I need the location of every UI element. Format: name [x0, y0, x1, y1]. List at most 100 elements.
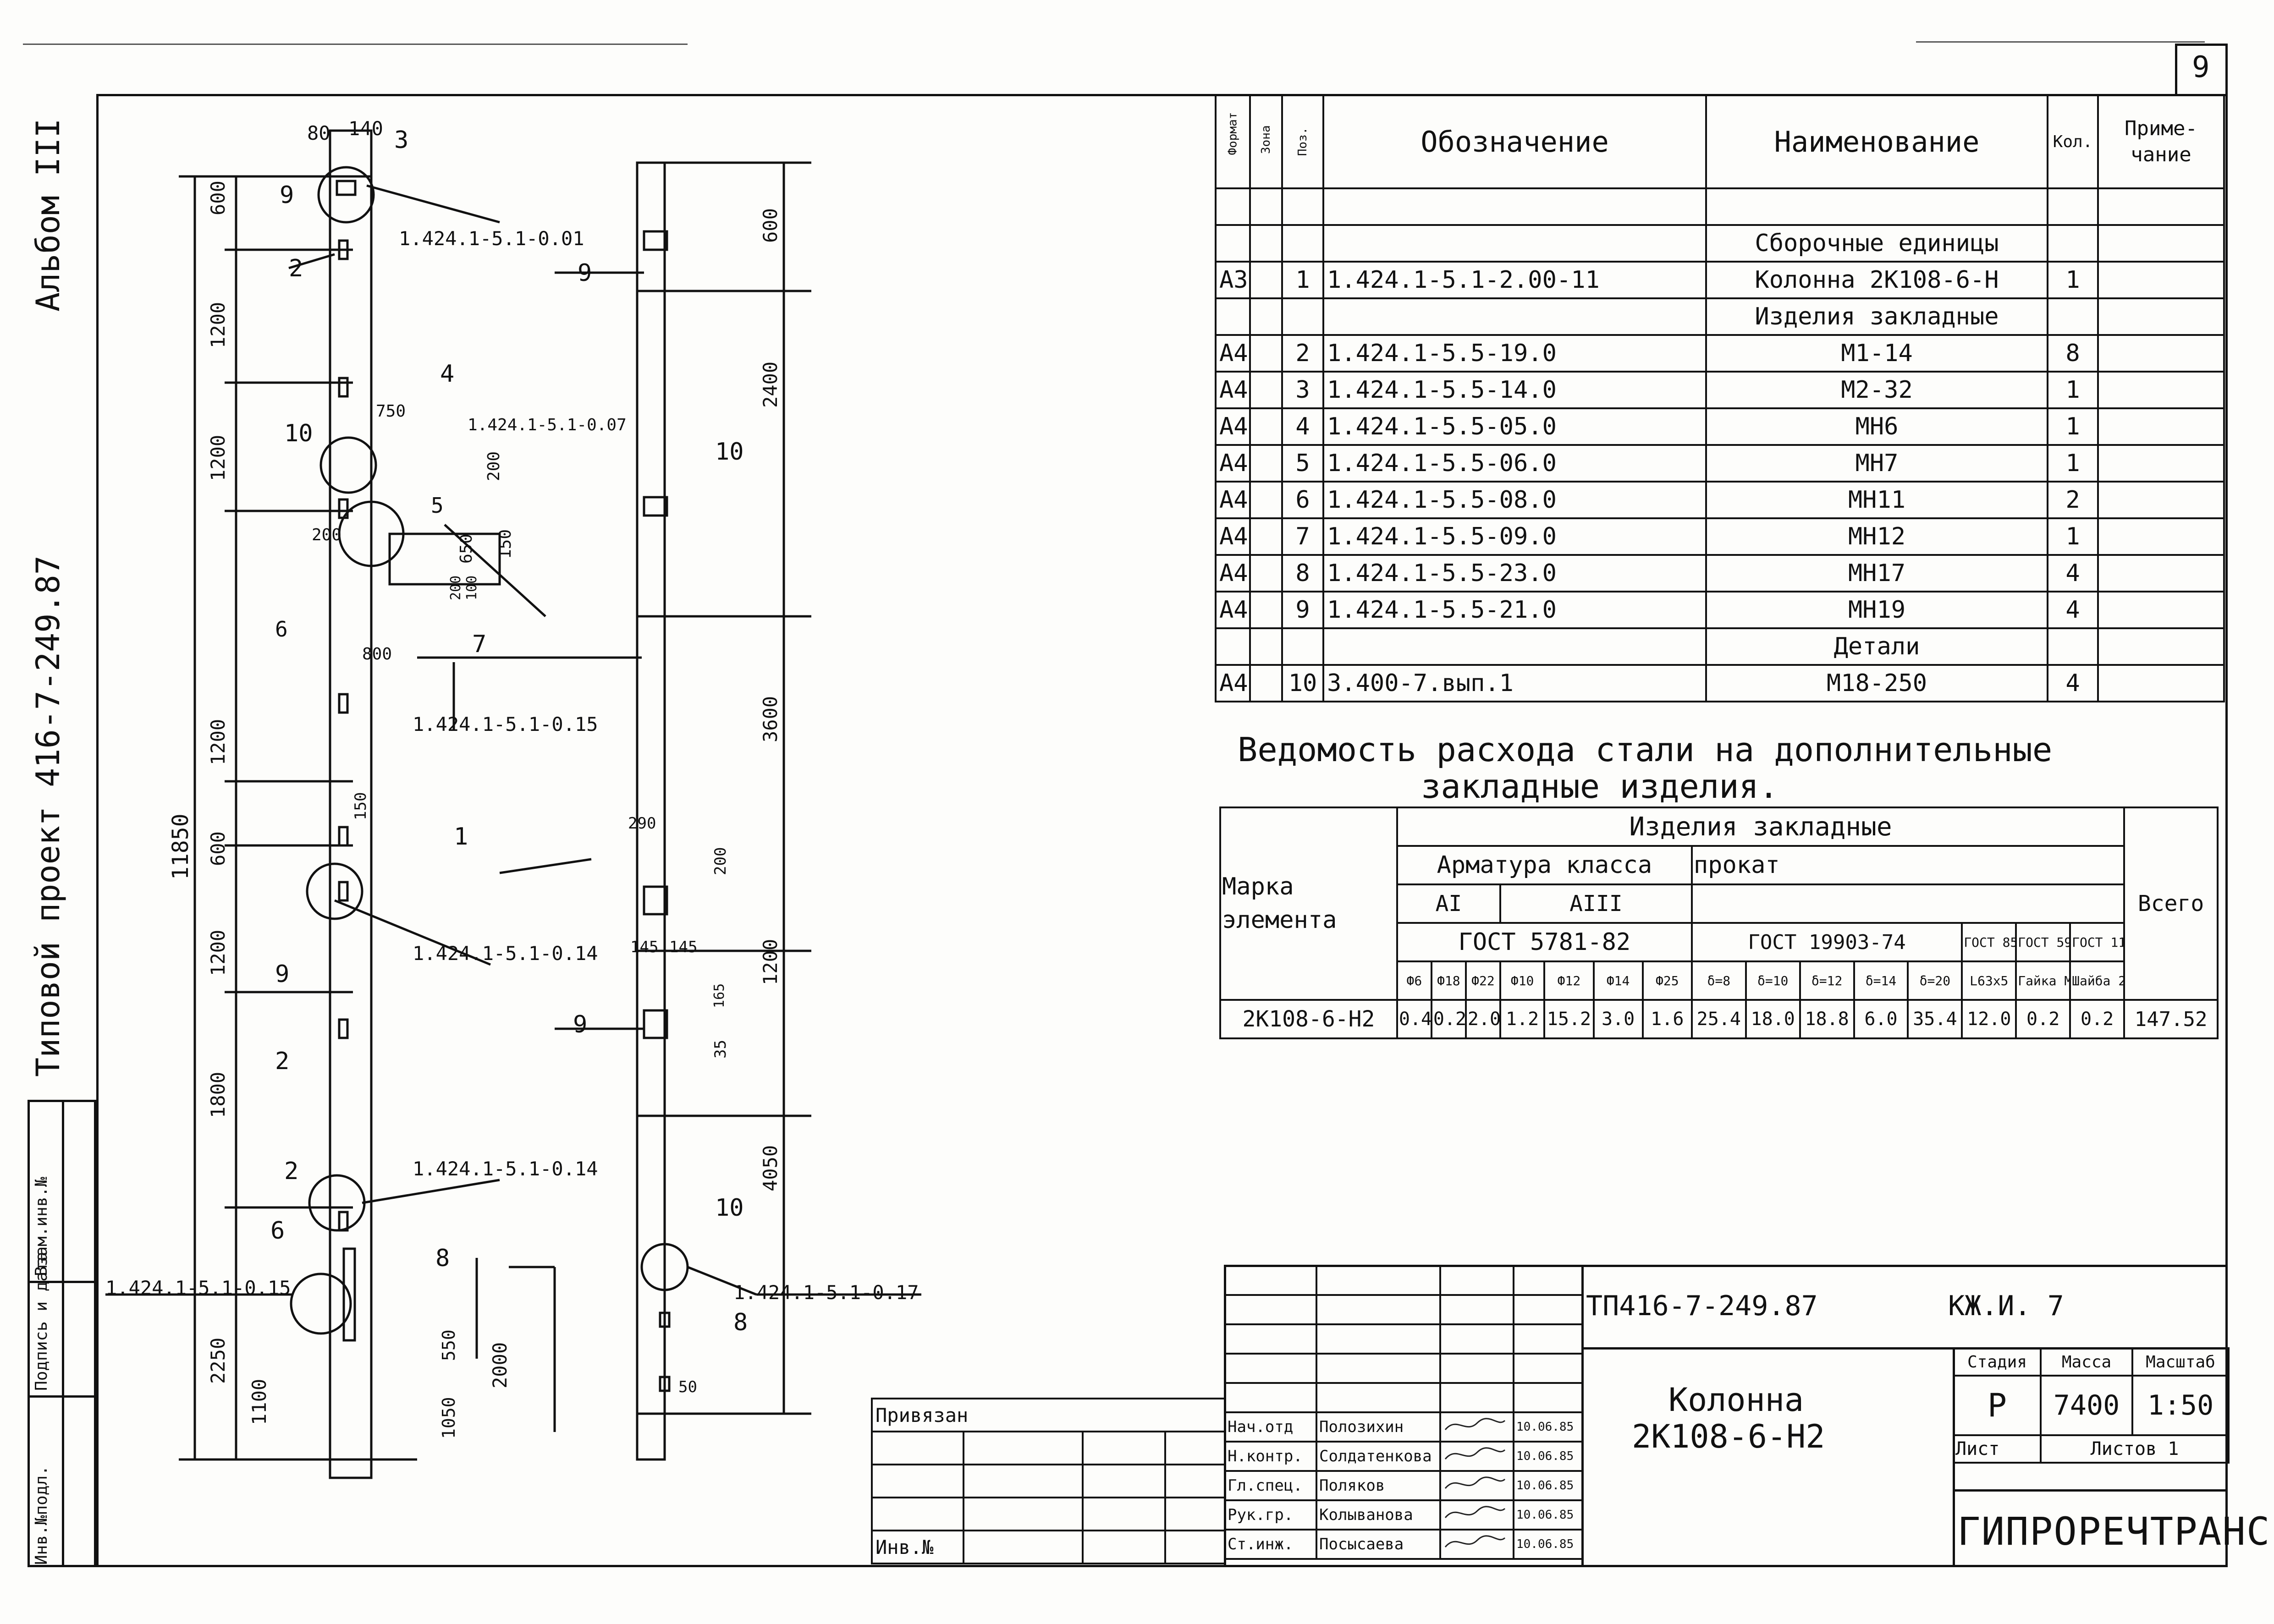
steel-group-header: Изделия закладные [1396, 807, 2125, 847]
spec-cell-qty [2047, 627, 2099, 666]
sidebar-inv-orig: Инв.№подл. [32, 1465, 51, 1565]
spec-cell-designation: 1.424.1-5.5-23.0 [1322, 554, 1707, 593]
steel-gost-b: ГОСТ 5915-70 [2015, 922, 2071, 962]
spec-cell-name [1705, 187, 2048, 226]
scale-value: 1:50 [2131, 1375, 2230, 1436]
callout-1: 1 [454, 823, 468, 850]
spec-cell-zone [1249, 187, 1283, 226]
right-dim-3600: 3600 [759, 696, 782, 742]
spec-cell-note [2097, 481, 2225, 519]
signature-scribble [1439, 1529, 1514, 1560]
signature-name: Колыванова [1316, 1499, 1441, 1531]
callout-10: 10 [284, 420, 313, 447]
detail-dim-200-c: 200 [448, 575, 464, 600]
steel-row-data: 2К108-6-Н20.40.242.01.215.23.01.625.418.… [1219, 999, 2219, 1039]
sidebar-divider [30, 1395, 94, 1398]
title-divider [1953, 1489, 2228, 1492]
callout-9-lower: 9 [275, 960, 290, 988]
spec-cell-zone [1249, 297, 1283, 336]
spec-cell-name: МН6 [1705, 407, 2048, 446]
detail-dim-150: 150 [496, 529, 515, 559]
steel-subheader: Ф12 [1543, 960, 1595, 1001]
steel-value: 18.0 [1745, 999, 1801, 1039]
spec-cell-zone [1249, 371, 1283, 409]
spec-cell-designation: 3.400-7.вып.1 [1322, 664, 1707, 702]
spec-cell-name: М18-250 [1705, 664, 2048, 702]
detail-dim-800: 800 [362, 645, 392, 664]
steel-subheader: Ф10 [1499, 960, 1546, 1001]
steel-subheader: Ф6 [1396, 960, 1432, 1001]
signature-date: 10.06.85 [1513, 1529, 1583, 1560]
spec-cell-pos: 3 [1281, 371, 1324, 409]
right-dim-4050: 4050 [759, 1145, 782, 1191]
spec-cell-note [2097, 334, 2225, 373]
steel-value: 18.8 [1799, 999, 1855, 1039]
signature-name: Поляков [1316, 1470, 1441, 1501]
steel-rolled-header: прокат [1690, 845, 2125, 885]
signature-scribble [1439, 1411, 1514, 1443]
steel-value: 35.4 [1907, 999, 1963, 1039]
spec-cell-qty: 1 [2047, 261, 2099, 299]
sheets-label: Листов 1 [2040, 1434, 2230, 1464]
spec-cell-designation: 1.424.1-5.5-09.0 [1322, 517, 1707, 556]
spec-cell-zone [1249, 481, 1283, 519]
spec-cell-zone [1249, 591, 1283, 629]
steel-value: 15.2 [1543, 999, 1595, 1039]
spec-cell-name: М2-32 [1705, 371, 2048, 409]
steel-row-group: Марка элемента Изделия закладные Всего [1219, 807, 2219, 1001]
top-trim-line-left [23, 44, 688, 45]
steel-value: 25.4 [1690, 999, 1747, 1039]
spec-cell-zone [1249, 224, 1283, 263]
steel-value: 1.2 [1499, 999, 1546, 1039]
right-callout-9-b: 9 [573, 1011, 588, 1038]
callout-3: 3 [394, 126, 409, 154]
spec-cell-qty: 2 [2047, 481, 2099, 519]
spec-cell-designation: 1.424.1-5.5-05.0 [1322, 407, 1707, 446]
steel-class-aiii: АIII [1499, 883, 1693, 924]
spec-cell-qty [2047, 187, 2099, 226]
detail-dim-200: 200 [485, 451, 503, 481]
callout-4: 4 [440, 360, 455, 388]
spec-cell-format: А4 [1215, 481, 1251, 519]
signature-name: Солдатенкова [1316, 1441, 1441, 1472]
spec-cell-name: МН19 [1705, 591, 2048, 629]
steel-gost-c: ГОСТ 11371-78 [2069, 922, 2125, 962]
steel-gost-a: ГОСТ 8509-72 [1961, 922, 2017, 962]
title-divider [1581, 1265, 1584, 1567]
sidebar-stamp: Инв.№подл. Подпись и дата Взам.инв.№ [28, 1100, 96, 1567]
spec-cell-format: А4 [1215, 371, 1251, 409]
mass-label: Масса [2040, 1347, 2133, 1377]
steel-value: 0.2 [2015, 999, 2071, 1039]
signature-role: Гл.спец. [1224, 1470, 1317, 1501]
spec-cell-zone [1249, 334, 1283, 373]
right-detail-35: 35 [711, 1040, 730, 1059]
spec-cell-format: А4 [1215, 664, 1251, 702]
spec-cell-format [1215, 627, 1251, 666]
scale-label: Масштаб [2131, 1347, 2230, 1377]
left-dim-600-b: 600 [207, 831, 229, 866]
steel-subheader: Ф14 [1592, 960, 1644, 1001]
spec-row: Изделия закладные [1215, 297, 2225, 336]
steel-subheader: Ф22 [1465, 960, 1501, 1001]
spec-cell-pos: 6 [1281, 481, 1324, 519]
spec-cell-pos: 8 [1281, 554, 1324, 593]
sheet-code: КЖ.И. 7 [1948, 1290, 2064, 1322]
callout-ref-015: 1.424.1-5.1-0.15 [413, 713, 598, 735]
column-drawing [105, 129, 921, 1479]
right-dim-600: 600 [759, 208, 782, 243]
spec-header-zone: Зона [1249, 94, 1283, 189]
spec-cell-qty [2047, 224, 2099, 263]
spec-cell-zone [1249, 517, 1283, 556]
spec-cell-pos: 9 [1281, 591, 1324, 629]
spec-cell-pos: 4 [1281, 407, 1324, 446]
spec-cell-name: МН17 [1705, 554, 2048, 593]
detail-dim-100: 100 [464, 575, 480, 600]
spec-cell-designation [1322, 224, 1707, 263]
sidebar-replace-inv: Взам.инв.№ [32, 1177, 51, 1276]
spec-cell-qty: 4 [2047, 664, 2099, 702]
spec-cell-note [2097, 627, 2225, 666]
object-name-1: Колонна [1668, 1381, 1804, 1419]
